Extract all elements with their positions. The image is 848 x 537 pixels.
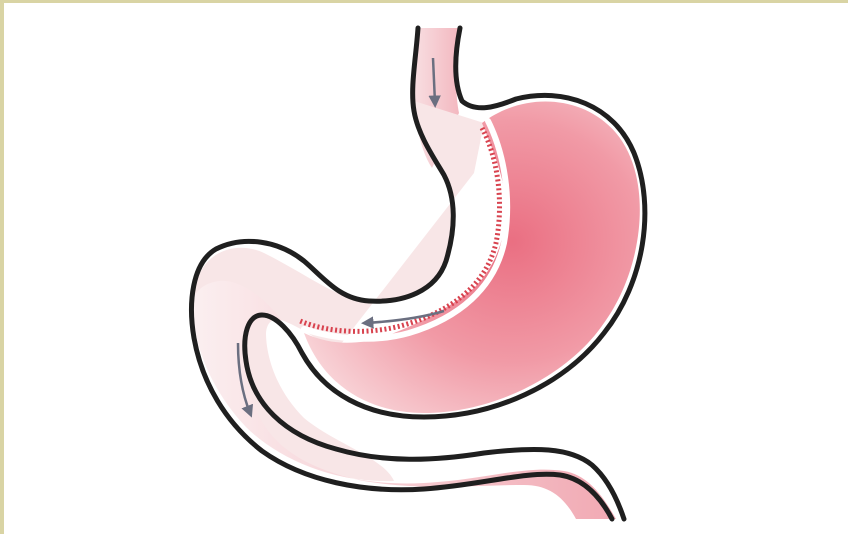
stomach-diagram: [4, 3, 848, 537]
